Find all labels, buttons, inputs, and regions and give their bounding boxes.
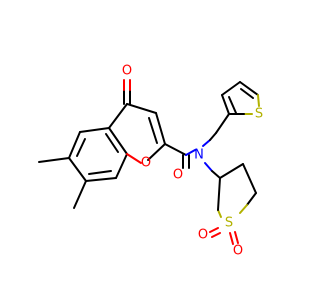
- atom-n-amide: N: [194, 148, 204, 163]
- molecule-diagram: O O O N S S O O: [38, 63, 264, 259]
- bond-sf-1: [219, 163, 244, 179]
- bond-pyr-1: [108, 103, 128, 129]
- bond-benz-6: [108, 127, 128, 155]
- bond-pyr-5: [126, 153, 142, 164]
- bond-methyl-6: [38, 157, 70, 163]
- bond-th-2: [221, 81, 241, 96]
- structure-svg: O O O N S S O O: [38, 64, 263, 259]
- bond-sf-5: [217, 177, 221, 211]
- bond-methyl-8: [73, 180, 87, 209]
- bond-benz-2: [68, 131, 81, 159]
- bond-pyr-3-inner: [148, 117, 158, 144]
- bond-amide-cn: [185, 149, 196, 156]
- bond-benz-1: [79, 127, 110, 133]
- bond-benz-5: [115, 153, 128, 179]
- bond-th-3-inner: [240, 88, 254, 99]
- atom-o-amide: O: [173, 168, 183, 183]
- bond-so-2: [209, 227, 219, 233]
- bond-n-ring-b: [211, 170, 221, 179]
- atom-o-ketone: O: [122, 64, 132, 79]
- bond-n-ring: [204, 162, 213, 172]
- bond-benz-4: [85, 177, 117, 182]
- bond-benz-3: [68, 157, 87, 182]
- bond-benz-4-inner: [88, 170, 112, 175]
- bond-sf-3b: [239, 204, 248, 214]
- bond-benz-2-inner: [76, 138, 86, 157]
- atom-o-ring: O: [141, 156, 151, 171]
- atom-o-sulfone-2: O: [198, 228, 208, 243]
- atom-labels: O O O N S S O O: [122, 64, 263, 259]
- bond-sf-2: [242, 163, 257, 194]
- bond-amide-c: [164, 143, 187, 156]
- bond-sf-4: [217, 209, 222, 218]
- bond-pyr-3: [155, 112, 166, 145]
- bond-ch2-th: [215, 113, 230, 134]
- bond-sf-3: [246, 192, 257, 206]
- bonds: [38, 79, 260, 245]
- bond-th-4: [257, 94, 260, 107]
- atom-s-sulfone: S: [225, 216, 233, 231]
- bond-n-ch2-b: [209, 132, 217, 141]
- bond-n-ch2: [202, 139, 211, 147]
- bond-benz-6-inner: [105, 133, 119, 153]
- atom-o-sulfone-1: O: [233, 244, 243, 259]
- atom-s-thiophene: S: [255, 107, 263, 122]
- bond-so-1: [234, 231, 239, 244]
- bond-th-1-inner: [228, 96, 237, 114]
- bond-pyr-4: [147, 143, 166, 161]
- bond-so-1b: [229, 232, 234, 245]
- bond-so-2b: [211, 232, 221, 238]
- bond-th-1: [221, 94, 230, 115]
- bond-pyr-2: [126, 103, 157, 114]
- bond-th-3: [239, 81, 259, 96]
